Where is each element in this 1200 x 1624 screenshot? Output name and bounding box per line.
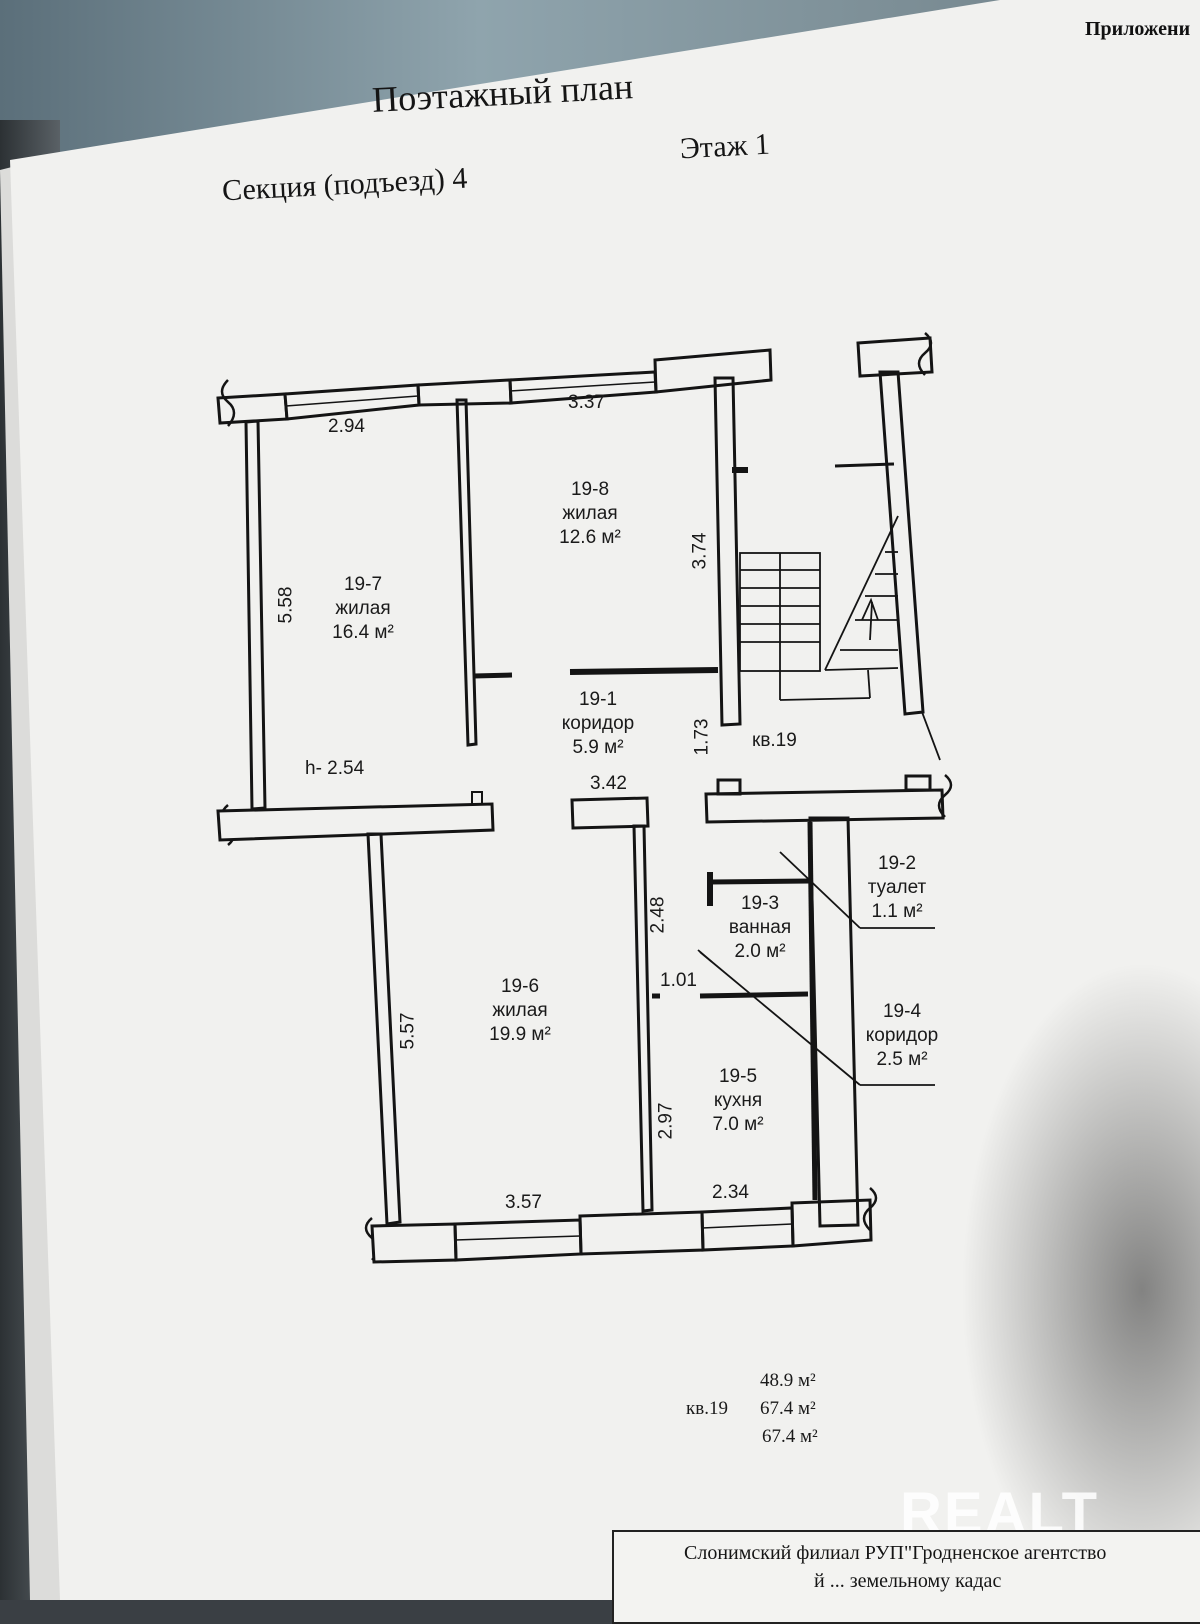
room-id: 19-6 (500, 976, 540, 997)
wall-bottom-left (370, 1222, 458, 1264)
summary-area-1: 48.9 м² (760, 1370, 816, 1391)
wall-top-left (216, 392, 289, 425)
room-id: 19-7 (343, 574, 383, 595)
room-19-5-label: 19-5 кухня 7.0 м² (693, 1065, 783, 1137)
dimension-label: 3.37 (568, 392, 605, 413)
room-type: ванная (728, 917, 792, 938)
room-type: коридор (561, 713, 635, 734)
apartment-label: кв.19 (752, 730, 797, 751)
room-area: 7.0 м² (712, 1114, 764, 1135)
corner-text: Приложени (1085, 18, 1191, 40)
room-19-6-label: 19-6 жилая 19.9 м² (475, 975, 565, 1047)
room-id: 19-3 (740, 893, 780, 914)
stamp-box: Слонимский филиал РУП"Гродненское агентс… (612, 1530, 1200, 1624)
stamp-line-1: Слонимский филиал РУП"Гродненское агентс… (684, 1542, 1107, 1564)
room-area: 16.4 м² (332, 622, 394, 643)
column-corridor (570, 796, 650, 830)
dimension-label: 3.42 (590, 773, 627, 794)
window-bottom-2 (700, 1206, 795, 1252)
wall-bottom-mid (578, 1210, 705, 1256)
wall-bottom-right (790, 1198, 873, 1248)
room-type: кухня (713, 1090, 763, 1111)
room-type: жилая (335, 598, 391, 619)
dimension-label: 1.01 (660, 970, 697, 991)
room-id: 19-8 (570, 479, 610, 500)
room-type: жилая (562, 503, 618, 524)
room-id: 19-5 (718, 1066, 758, 1087)
wall-left-19-6 (366, 832, 402, 1226)
partition-19-7-19-8 (455, 398, 478, 747)
room-19-7-label: 19-7 жилая 16.4 м² (318, 573, 408, 645)
dimension-label: 1.73 (691, 718, 713, 756)
room-type: жилая (492, 1000, 548, 1021)
dimension-label: 5.58 (275, 586, 297, 624)
wall-mid-left (216, 802, 495, 842)
room-19-8-label: 19-8 жилая 12.6 м² (545, 478, 635, 550)
room-id: 19-4 (882, 1001, 922, 1022)
room-area: 19.9 м² (489, 1024, 551, 1045)
summary-area-2: 67.4 м² (760, 1398, 816, 1419)
room-type: коридор (865, 1025, 939, 1046)
room-type: туалет (867, 877, 927, 898)
wall-top-right (653, 348, 773, 394)
room-19-2-label: 19-2 туалет 1.1 м² (852, 852, 942, 924)
room-area: 12.6 м² (559, 527, 621, 548)
wall-stair-right (878, 370, 925, 716)
room-area: 2.0 м² (734, 941, 786, 962)
room-id: 19-1 (578, 689, 618, 710)
room-id: 19-2 (877, 853, 917, 874)
room-area: 2.5 м² (876, 1049, 928, 1070)
wall-stair-right-top (856, 336, 934, 378)
wall-left-19-7 (244, 419, 267, 811)
dimension-label: 3.74 (689, 532, 711, 570)
window-top-1 (283, 383, 421, 421)
dimension-label: 2.97 (655, 1102, 677, 1140)
stamp-line-2: й ... земельному кадас (814, 1570, 1002, 1592)
shadow-overlay (960, 960, 1200, 1620)
room-19-4-label: 19-4 коридор 2.5 м² (852, 1000, 952, 1072)
dimension-label: 2.48 (647, 896, 669, 934)
wall-mid-right (704, 788, 945, 824)
wall-stair-left (713, 376, 742, 727)
partition-19-6-19-5 (632, 824, 654, 1213)
room-19-1-label: 19-1 коридор 5.9 м² (548, 688, 648, 760)
summary-apartment: кв.19 (686, 1398, 728, 1419)
room-area: 1.1 м² (871, 901, 923, 922)
dimension-label: 3.57 (505, 1192, 542, 1213)
room-area: 5.9 м² (572, 737, 624, 758)
dimension-label: 2.34 (712, 1182, 749, 1203)
dimension-label: 2.94 (328, 416, 365, 437)
summary-area-3: 67.4 м² (762, 1426, 818, 1447)
wall-right-19-4 (808, 816, 860, 1228)
dimension-label: 5.57 (397, 1012, 419, 1050)
room-19-3-label: 19-3 ванная 2.0 м² (715, 892, 805, 964)
ceiling-height-label: h- 2.54 (305, 758, 365, 779)
